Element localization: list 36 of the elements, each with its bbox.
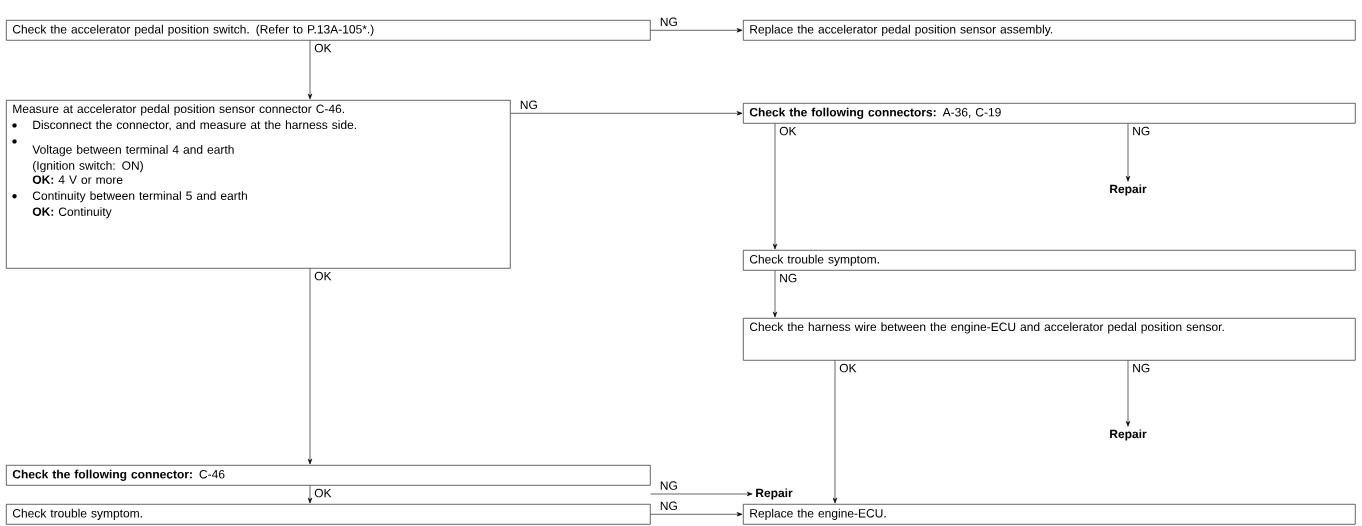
arrow (772, 270, 778, 318)
arrow (650, 512, 743, 517)
edge-label: OK (313, 270, 333, 282)
arrow (307, 268, 313, 465)
arrow (307, 40, 313, 100)
process-box: Check trouble symptom. (6, 504, 651, 525)
process-box: Check the following connector: C-46 (6, 465, 651, 486)
arrow (650, 491, 753, 497)
arrow (650, 28, 743, 33)
arrow (307, 485, 313, 504)
process-box: Replace the accelerator pedal position sensor assembly. (743, 20, 1356, 41)
edge-label: NG (1131, 362, 1152, 374)
action-label: Repair (1110, 184, 1147, 196)
arrow (1125, 123, 1131, 182)
process-box: Replace the engine-ECU. (743, 504, 1356, 525)
arrow (772, 123, 778, 250)
process-box: Check the following connectors: A-36, C-19 (743, 103, 1356, 124)
edge-label: NG (518, 99, 539, 111)
edge-label: NG (658, 16, 679, 28)
arrow (832, 360, 838, 504)
edge-label: OK (778, 125, 798, 137)
arrow (1125, 360, 1131, 427)
edge-label: OK (838, 362, 858, 374)
edge-label: NG (658, 480, 679, 491)
arrow (510, 111, 743, 116)
edge-label: NG (658, 500, 679, 512)
process-box: Check the harness wire between the engine-ECU and accelerator pedal position sensor. (743, 318, 1356, 361)
edge-label: NG (1131, 125, 1152, 137)
edge-label: OK (313, 42, 333, 54)
action-label: Repair (756, 488, 793, 500)
edge-label: NG (778, 272, 799, 284)
edge-label: OK (313, 487, 333, 499)
process-box: Check trouble symptom. (743, 250, 1356, 271)
action-label: Repair (1110, 429, 1147, 441)
process-box: Measure at accelerator pedal position sensor connector C-46. Disconnect the connector, and measure at the harness side. Voltage between terminal 4 and earth (Ignition switch: ON) OK: 4 V or more Continuity between terminal 5 and earth OK: Continuity (6, 100, 511, 269)
process-box: Check the accelerator pedal position switch. (Refer to P.13A-105*.) (6, 20, 651, 41)
